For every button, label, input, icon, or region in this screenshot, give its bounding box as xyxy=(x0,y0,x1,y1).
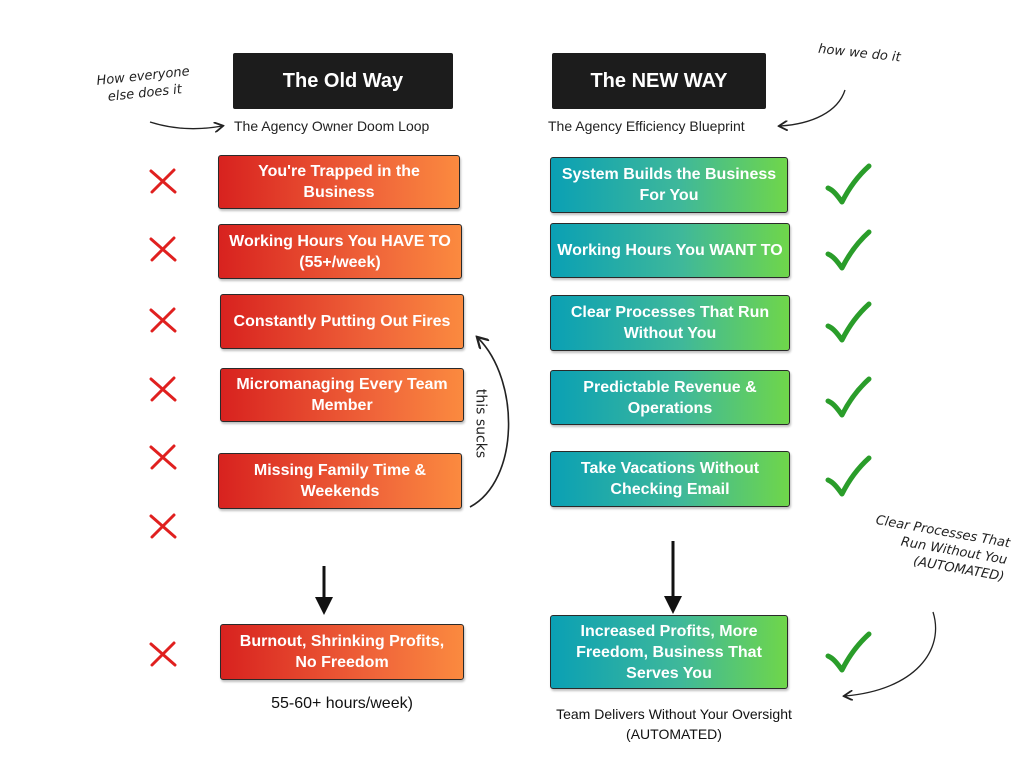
check-mark-icon xyxy=(825,229,872,271)
x-mark-icon xyxy=(149,168,177,194)
x-mark-icon xyxy=(149,444,177,470)
x-mark-icon xyxy=(149,307,177,333)
old-item-5: Missing Family Time & Weekends xyxy=(218,453,462,509)
new-item-5: Take Vacations Without Checking Email xyxy=(550,451,790,507)
bottom-note-arrow xyxy=(845,611,937,696)
loop-arrow xyxy=(469,338,510,508)
check-mark-icon xyxy=(825,163,872,205)
old-caption: 55-60+ hours/week) xyxy=(271,695,413,712)
check-mark-icon xyxy=(825,376,872,418)
new-item-4: Predictable Revenue & Operations xyxy=(550,370,790,425)
old-item-4: Micromanaging Every Team Member xyxy=(220,368,464,422)
old-item-2: Working Hours You HAVE TO (55+/week) xyxy=(218,224,462,279)
old-item-3: Constantly Putting Out Fires xyxy=(220,294,464,349)
right-note-arrow xyxy=(780,89,846,126)
old-result: Burnout, Shrinking Profits, No Freedom xyxy=(220,624,464,680)
check-mark-icon xyxy=(825,301,872,343)
x-mark-icon xyxy=(149,376,177,402)
old-item-1: You're Trapped in the Business xyxy=(218,155,460,209)
new-item-1: System Builds the Business For You xyxy=(550,157,788,213)
x-mark-icon xyxy=(149,641,177,667)
old-way-subtitle: The Agency Owner Doom Loop xyxy=(234,118,430,134)
new-result: Increased Profits, More Freedom, Busines… xyxy=(550,615,788,689)
new-way-subtitle: The Agency Efficiency Blueprint xyxy=(548,118,745,134)
check-mark-icon xyxy=(825,455,872,497)
new-item-2: Working Hours You WANT TO xyxy=(550,223,790,278)
new-caption: Team Delivers Without Your Oversight (AU… xyxy=(556,706,792,742)
check-mark-icon xyxy=(825,631,872,673)
new-item-3: Clear Processes That Run Without You xyxy=(550,295,790,351)
left-note-arrow xyxy=(149,121,222,129)
x-mark-icon xyxy=(149,513,177,539)
old-way-title: The Old Way xyxy=(233,53,453,109)
x-mark-icon xyxy=(149,236,177,262)
new-way-title: The NEW WAY xyxy=(552,53,766,109)
